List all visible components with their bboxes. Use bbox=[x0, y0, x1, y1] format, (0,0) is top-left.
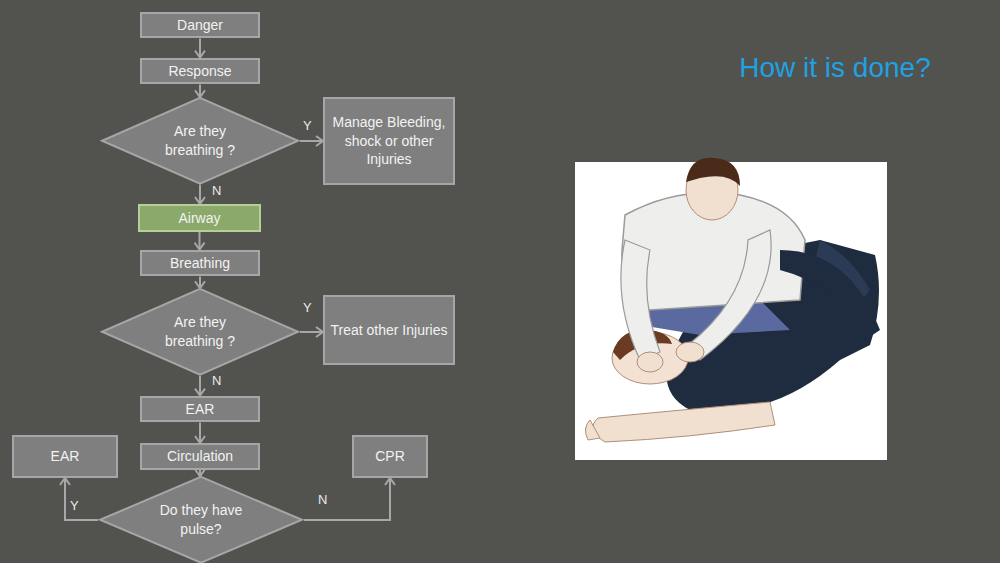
flow-arrow bbox=[199, 276, 201, 288]
node-text: Response bbox=[164, 62, 235, 81]
node-text: Manage Bleeding, shock or other Injuries bbox=[325, 113, 453, 170]
diamond-outline bbox=[98, 476, 304, 563]
branch-label: Y bbox=[301, 300, 314, 316]
diamond-outline bbox=[100, 97, 300, 185]
flow-arrow bbox=[199, 185, 201, 204]
node-text: Airway bbox=[174, 209, 224, 228]
flow-arrow bbox=[199, 376, 201, 396]
node-text: Circulation bbox=[163, 447, 237, 466]
process-box: Manage Bleeding, shock or other Injuries bbox=[323, 97, 455, 185]
flow-arrow bbox=[304, 478, 390, 520]
flow-arrow bbox=[199, 422, 201, 443]
process-box: Treat other Injuries bbox=[323, 295, 455, 365]
process-box: Circulation bbox=[140, 443, 260, 470]
branch-label: N bbox=[316, 492, 329, 508]
branch-label: Y bbox=[301, 118, 314, 134]
flow-arrow bbox=[65, 478, 98, 520]
flow-arrow bbox=[199, 470, 201, 476]
process-box: Danger bbox=[140, 12, 260, 39]
flow-arrow bbox=[300, 331, 323, 333]
process-box: Response bbox=[140, 58, 260, 85]
flow-arrow bbox=[199, 38, 201, 57]
slide-title: How it is done? bbox=[690, 52, 980, 84]
node-text: EAR bbox=[182, 400, 219, 419]
process-box: CPR bbox=[352, 435, 428, 478]
process-box: Breathing bbox=[140, 250, 260, 277]
node-text: EAR bbox=[47, 447, 84, 466]
diamond-outline bbox=[100, 288, 300, 376]
node-text: Treat other Injuries bbox=[327, 321, 452, 340]
branch-label: N bbox=[210, 183, 223, 199]
flow-arrow bbox=[199, 84, 201, 97]
branch-label: Y bbox=[68, 498, 81, 514]
node-text: Breathing bbox=[166, 254, 234, 273]
process-box: EAR bbox=[140, 396, 260, 423]
node-text: Are they breathing ? bbox=[154, 122, 246, 160]
highlighted-box: Airway bbox=[138, 204, 261, 232]
flow-arrow bbox=[199, 232, 201, 250]
flow-arrow bbox=[300, 140, 323, 142]
decision-diamond: Do they have pulse? bbox=[98, 476, 304, 563]
node-text: Are they breathing ? bbox=[154, 313, 246, 351]
node-text: Danger bbox=[173, 16, 227, 35]
process-box: EAR bbox=[12, 435, 118, 478]
decision-diamond: Are they breathing ? bbox=[100, 97, 300, 185]
decision-diamond: Are they breathing ? bbox=[100, 288, 300, 376]
branch-label: N bbox=[210, 373, 223, 389]
node-text: Do they have pulse? bbox=[154, 501, 249, 539]
node-text: CPR bbox=[371, 447, 409, 466]
